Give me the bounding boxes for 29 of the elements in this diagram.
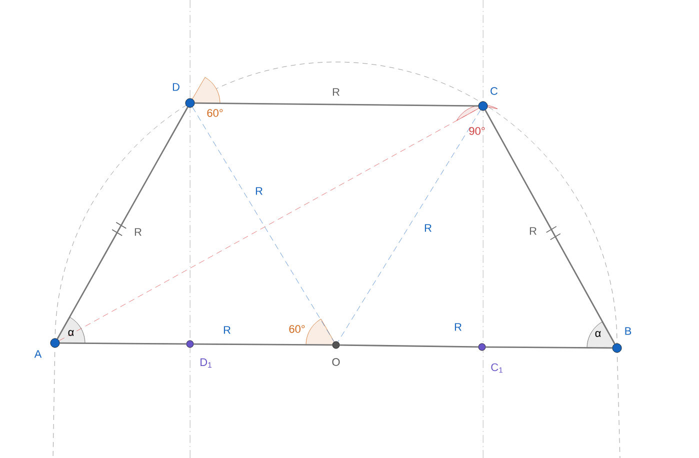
angle-label: 60° [207, 109, 223, 117]
point-label: A [34, 350, 42, 358]
edge-label: R [224, 326, 230, 334]
angle-label: 60° [289, 325, 305, 333]
angle-label: α [595, 331, 601, 338]
segment [194, 102, 478, 107]
segment [192, 106, 334, 342]
edge-label: R [134, 228, 142, 236]
edge-label: R [424, 224, 432, 232]
point-label: C [490, 87, 498, 95]
segment [340, 344, 478, 348]
point-label: B [625, 327, 632, 335]
edge-label: R [530, 227, 536, 235]
segment [484, 110, 616, 344]
edge-label: R [256, 187, 262, 195]
segment [58, 108, 480, 341]
angle-label: 90° [469, 127, 485, 135]
angle-label: α [68, 330, 74, 336]
segment [194, 343, 332, 346]
point-label: D$_{1}$ [200, 358, 212, 368]
point-label: D [172, 83, 180, 91]
edge-label: R [332, 88, 340, 96]
segment [56, 106, 188, 340]
point-label: C$_{1}$ [491, 363, 502, 373]
segment [338, 110, 481, 342]
edge-label: R [454, 323, 462, 331]
segment [60, 342, 186, 345]
point-label: O [332, 358, 340, 366]
segment [486, 346, 612, 349]
